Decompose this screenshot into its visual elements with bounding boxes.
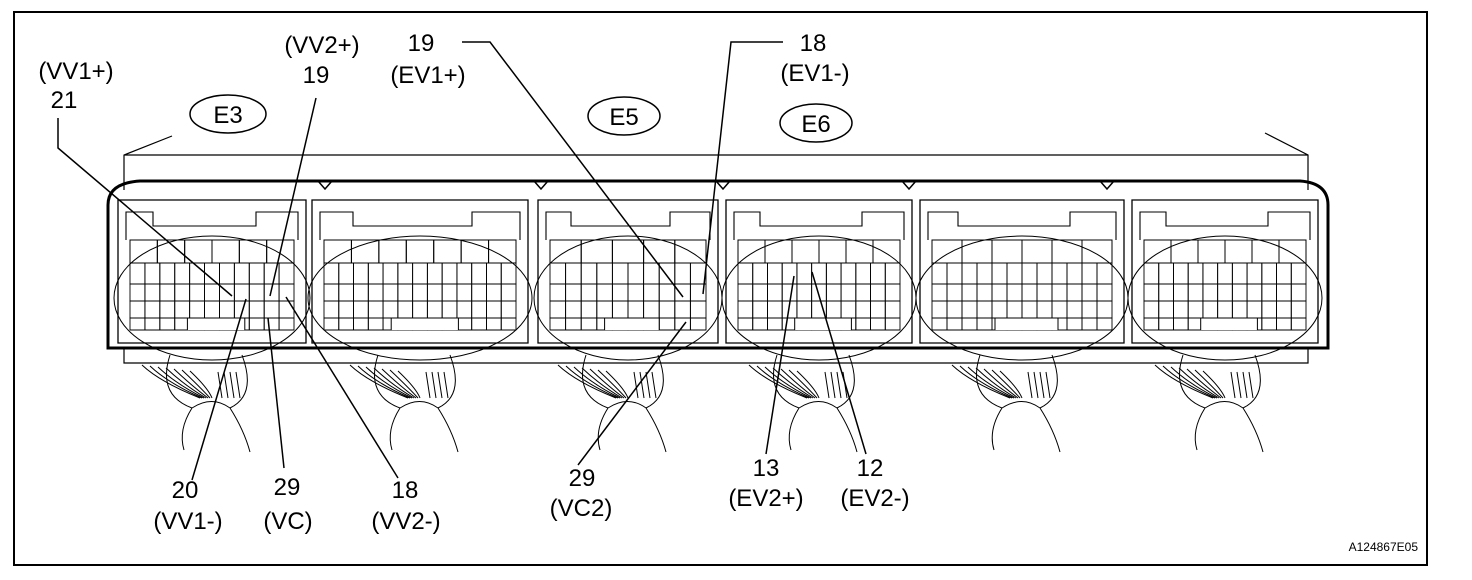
- wire-bundle: [557, 354, 667, 453]
- connector-label-e5: E5: [587, 96, 661, 136]
- leader-vv2-plus: [269, 97, 317, 297]
- wire-bundle: [141, 354, 251, 453]
- vv1-minus-pin: 20: [172, 477, 199, 504]
- ev2-minus-pin: 12: [857, 455, 884, 482]
- leader-vv2-minus: [285, 296, 399, 479]
- ev2-minus-signal: (EV2-): [840, 485, 909, 512]
- wire-bundle: [349, 354, 459, 453]
- vv1-plus-signal: (VV1+): [38, 58, 113, 85]
- connector-label-e6-text: E6: [801, 111, 830, 138]
- ev1-plus-signal: (EV1+): [390, 62, 465, 89]
- leader-lines: [57, 41, 867, 481]
- ev2-plus-signal: (EV2+): [728, 485, 803, 512]
- ev2-plus-pin: 13: [753, 455, 780, 482]
- leader-vv1-minus: [191, 298, 247, 481]
- connector-block: [113, 199, 311, 361]
- vv2-plus-signal: (VV2+): [284, 32, 359, 59]
- vv2-minus-pin: 18: [392, 477, 419, 504]
- ev1-plus-pin: 19: [408, 30, 435, 57]
- figure-reference: A124867E05: [1349, 540, 1419, 554]
- ecu-housing: [106, 179, 1330, 364]
- figure-frame: [13, 11, 1428, 566]
- connector-block: [1127, 199, 1323, 361]
- leader-ev2-plus: [765, 275, 795, 455]
- connector-block: [915, 199, 1129, 361]
- leader-ev2-minus: [811, 271, 867, 455]
- connector-blocks: [113, 199, 1323, 453]
- connector-label-e5-text: E5: [609, 104, 638, 131]
- vv1-minus-signal: (VV1-): [153, 508, 222, 535]
- connector-bracket: [123, 132, 1309, 190]
- connector-block: [533, 199, 723, 361]
- leader-vv1-plus: [57, 118, 233, 297]
- ev1-minus-pin: 18: [800, 30, 827, 57]
- vc2-signal: (VC2): [550, 495, 613, 522]
- connector-block: [721, 199, 917, 361]
- leader-ev1-minus: [702, 41, 783, 295]
- vv2-plus-pin: 19: [303, 62, 330, 89]
- wire-bundle: [1154, 354, 1264, 453]
- wire-bundle: [951, 354, 1061, 453]
- leader-ev1-plus: [462, 41, 684, 298]
- connector-label-e3: E3: [189, 94, 267, 134]
- vc2-pin: 29: [569, 465, 596, 492]
- connector-label-e3-text: E3: [213, 102, 242, 129]
- vc-signal: (VC): [263, 508, 312, 535]
- wire-bundle: [748, 354, 858, 453]
- vv1-plus-pin: 21: [51, 87, 78, 114]
- leader-vc2: [577, 321, 687, 466]
- ev1-minus-signal: (EV1-): [780, 60, 849, 87]
- connector-block: [307, 199, 533, 361]
- leader-vc: [267, 317, 285, 469]
- vc-pin: 29: [274, 474, 301, 501]
- connector-label-e6: E6: [779, 103, 853, 143]
- vv2-minus-signal: (VV2-): [371, 508, 440, 535]
